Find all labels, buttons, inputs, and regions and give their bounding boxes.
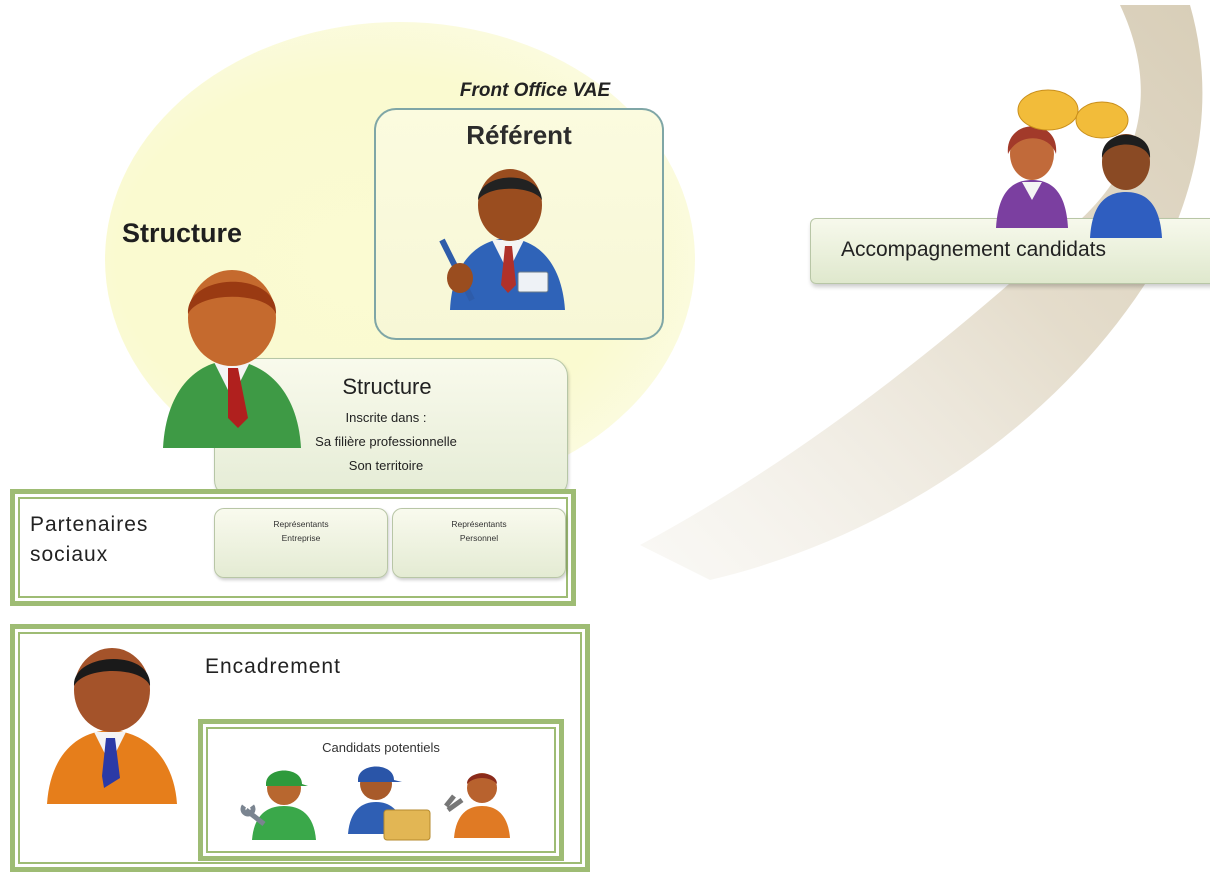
rep-box-line1: Représentants (273, 519, 329, 529)
box-icon (383, 809, 431, 841)
structure-line: Inscrite dans : (345, 410, 427, 425)
referent-title: Référent (466, 120, 572, 150)
structure-tie (228, 368, 248, 428)
man-body (1090, 192, 1162, 238)
candidat-worker-icon (348, 766, 431, 841)
structure-hair (187, 281, 277, 314)
conversation-people-icon (996, 89, 1162, 238)
woman-head (1010, 128, 1054, 180)
structure-title: Structure (122, 218, 243, 248)
partenaires-label-line2: sociaux (30, 543, 109, 566)
wrench-icon (240, 804, 266, 826)
woman-body (996, 180, 1068, 228)
representants-entreprise-box: Représentants Entreprise (214, 508, 388, 578)
candidat-worker-cap (358, 766, 402, 782)
partenaires-label: Partenaires sociaux (30, 510, 148, 570)
structure-person-icon (163, 270, 301, 448)
candidat-mechanic-body (252, 806, 316, 840)
structure-line: Son territoire (348, 458, 424, 473)
candidat-mechanic-icon (240, 770, 316, 840)
referent-person-icon (439, 169, 565, 310)
encadrement-tie (102, 738, 120, 788)
woman-hair (1007, 126, 1057, 154)
hammer-icon (444, 794, 464, 813)
partenaires-label-line1: Partenaires (30, 513, 149, 536)
speech-bubble-icon (1017, 89, 1079, 131)
woman-collar (1022, 182, 1042, 200)
accompagnement-label: Accompagnement candidats (841, 238, 1106, 261)
representants-personnel-box: Représentants Personnel (392, 508, 566, 578)
referent-tie (501, 246, 516, 293)
referent-hair (478, 177, 542, 200)
candidat-craftsman-hair (467, 773, 497, 784)
encadrement-inner-frame (18, 632, 582, 864)
candidats-label: Candidats potentiels (322, 740, 440, 755)
encadrement-hair (73, 658, 151, 686)
man-head (1102, 134, 1150, 190)
encadrement-label: Encadrement (205, 655, 341, 678)
partenaires-inner-frame (18, 497, 568, 598)
rep-box-line2: Personnel (459, 533, 499, 543)
candidat-craftsman-body (454, 806, 510, 838)
candidat-mechanic-cap (266, 770, 308, 786)
encadrement-person-icon (47, 648, 177, 804)
candidats-inner-frame (206, 727, 556, 853)
speech-bubble-icon (1075, 101, 1129, 139)
structure-line: Sa filière professionnelle (315, 434, 457, 449)
rep-box-line1: Représentants (451, 519, 507, 529)
referent-badge (517, 271, 549, 293)
referent-hand (447, 263, 473, 293)
curved-arrow-body (640, 5, 1203, 580)
candidat-craftsman-icon (444, 773, 510, 838)
candidat-craftsman-head (467, 773, 497, 803)
front-office-label: Front Office VAE (459, 80, 611, 101)
man-hair (1101, 134, 1151, 158)
rep-box-line2: Entreprise (281, 533, 321, 543)
curved-arrow (640, 5, 1203, 580)
structure-box-heading: Structure (342, 374, 432, 399)
